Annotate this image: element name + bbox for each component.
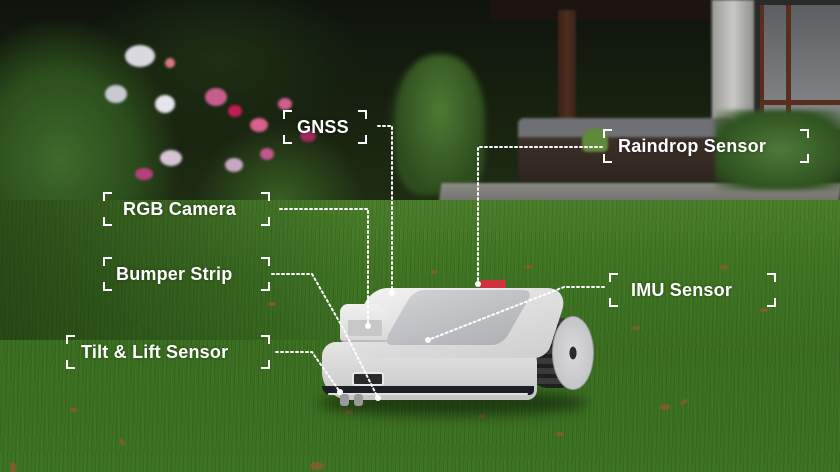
flower xyxy=(225,158,243,172)
flower xyxy=(250,118,268,132)
lawn-shade xyxy=(0,200,360,340)
fallen-leaf xyxy=(760,308,768,312)
mower-stop-button xyxy=(480,280,506,288)
house-window xyxy=(760,5,840,130)
fallen-leaf xyxy=(70,408,78,412)
flower xyxy=(278,98,292,110)
mower-camera-window xyxy=(348,320,382,336)
pergola-beam xyxy=(490,0,730,20)
flower xyxy=(135,168,153,180)
fallen-leaf xyxy=(525,265,533,269)
mower-bumper-trim xyxy=(328,393,528,395)
flower xyxy=(125,45,155,67)
mower-caster xyxy=(340,394,349,406)
fallen-leaf xyxy=(10,462,16,472)
flower xyxy=(260,148,274,160)
flower xyxy=(228,105,242,117)
fallen-leaf xyxy=(556,432,564,436)
flower xyxy=(205,88,227,106)
flower xyxy=(105,85,127,103)
pergola-post xyxy=(558,10,576,125)
fallen-leaf xyxy=(632,326,640,330)
fallen-leaf xyxy=(345,410,353,414)
flower xyxy=(155,95,175,113)
window-rail xyxy=(764,100,840,105)
patio-sofa xyxy=(518,118,733,180)
window-mullion xyxy=(786,5,791,130)
flower xyxy=(160,150,182,166)
fallen-leaf xyxy=(660,404,670,410)
mower-front-slot xyxy=(352,372,384,386)
flower xyxy=(300,130,316,142)
mower-caster xyxy=(354,394,363,406)
shrubs xyxy=(715,110,840,190)
fallen-leaf xyxy=(430,270,438,274)
planter xyxy=(582,128,608,152)
mower-wheel-hub xyxy=(552,316,594,390)
fallen-leaf xyxy=(478,414,486,418)
fallen-leaf xyxy=(720,265,728,269)
flower xyxy=(165,58,175,68)
fallen-leaf xyxy=(310,462,324,470)
fallen-leaf xyxy=(268,302,276,306)
robotic-mower xyxy=(318,280,598,420)
bush xyxy=(395,55,485,195)
mower-bumper xyxy=(322,386,534,395)
